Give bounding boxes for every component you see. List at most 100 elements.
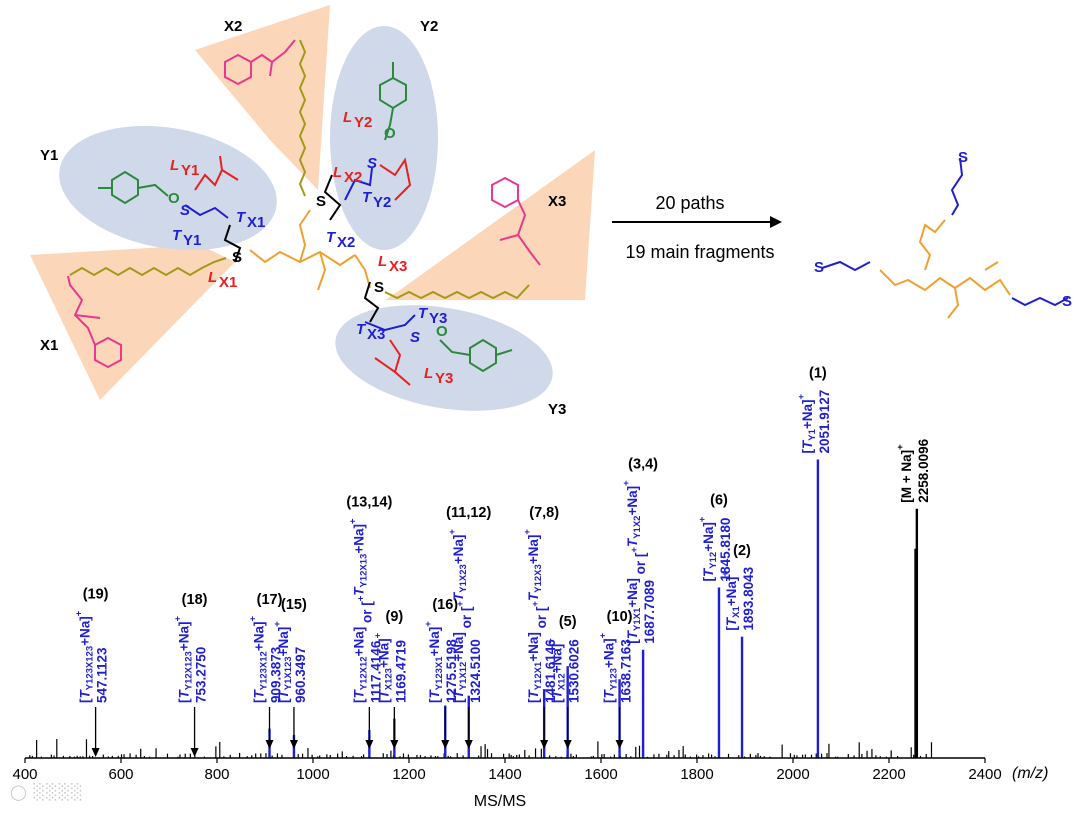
peak: [TY123X123+Na]+547.1123(19) xyxy=(74,587,110,757)
arm-y1-shade xyxy=(59,125,277,251)
peak-number: (17) xyxy=(257,592,283,608)
atom-o-y1: O xyxy=(168,190,180,207)
svg-text:X2: X2 xyxy=(344,169,362,186)
peak: [TY12X12+Na] or [+TY12X13+Na]+1117.4146(… xyxy=(346,494,392,758)
thioether-links xyxy=(184,167,416,332)
peak-number: (2) xyxy=(733,543,751,559)
ion-segment: + xyxy=(546,638,557,644)
cleavage-label-l-y2: L Y2 xyxy=(343,109,372,131)
peak-mz-label: 1117.4146 xyxy=(368,640,383,703)
svg-text:T: T xyxy=(172,227,183,244)
peak-arrowhead xyxy=(441,740,450,749)
ion-segment: [ xyxy=(78,698,93,703)
ion-segment: +Na] xyxy=(351,524,366,554)
arm-x1-shade xyxy=(30,245,235,400)
x-tick-label: 400 xyxy=(12,766,37,783)
peak-mz-label: 1324.5100 xyxy=(468,639,483,703)
ion-segment: or [ xyxy=(633,552,648,578)
x-tick-label: 1200 xyxy=(392,766,425,783)
ion-segment: +Na] xyxy=(351,627,366,657)
arm-label-y1: Y1 xyxy=(40,147,58,164)
svg-text:X2: X2 xyxy=(337,234,355,251)
peak-arrowhead xyxy=(464,740,473,749)
ion-segment: Y12 xyxy=(708,552,719,569)
ion-segment: Y1 xyxy=(807,428,818,440)
peak-mz-label: 2258.0096 xyxy=(916,438,931,502)
ion-segment: [ xyxy=(625,639,640,644)
peak-ion-label: [TY1X1+Na] or [+TY1X2+Na]+ xyxy=(621,480,648,644)
ion-segment: T xyxy=(78,689,93,699)
ion-segment: [ xyxy=(602,698,617,703)
peak-ion-label: [TY1+Na]+ xyxy=(796,394,818,454)
ion-segment: +Na] xyxy=(550,644,565,674)
peak-mz-label: 2051.9127 xyxy=(817,390,832,454)
peaks-layer: [TY123X123+Na]+547.1123(19)[TY12X123+Na]… xyxy=(74,366,931,758)
peak: [TY123X12+Na]+909.3873(17) xyxy=(248,592,284,758)
x-tick-label: 1000 xyxy=(296,766,329,783)
atom-o-y3: O xyxy=(436,323,448,340)
ion-segment: T xyxy=(276,689,291,699)
ion-segment: or [ xyxy=(459,606,474,632)
ion-segment: [ xyxy=(451,698,466,703)
arm-label-y2: Y2 xyxy=(420,18,438,35)
svg-text:Y3: Y3 xyxy=(435,370,453,387)
ester-y2 xyxy=(379,157,412,201)
svg-text:X1: X1 xyxy=(219,274,237,291)
ion-segment: + xyxy=(796,394,807,400)
peak-ion-label: [TY12X123+Na]+ xyxy=(173,616,195,703)
ester-y3 xyxy=(374,339,411,386)
ion-segment: T xyxy=(427,689,442,699)
ion-segment: Y12X13 xyxy=(358,554,369,588)
ion-segment: Y12X12 xyxy=(358,656,369,690)
product-atom-s-right: S xyxy=(1062,293,1072,310)
ion-segment: + xyxy=(272,621,283,627)
ion-segment: Y12X3 xyxy=(533,564,544,593)
svg-text:L: L xyxy=(333,164,342,181)
peak-mz-label: 1638.7163 xyxy=(619,639,634,703)
ion-segment: T xyxy=(724,616,739,626)
ion-segment: Y12X123 xyxy=(184,651,195,690)
ester-x3 xyxy=(491,176,541,266)
ion-segment: Y123X12 xyxy=(259,651,270,690)
ion-segment: T xyxy=(376,689,391,699)
ion-segment: +Na] xyxy=(451,632,466,662)
peak: [TX1+Na]+1893.8043(2) xyxy=(720,543,756,758)
peak-mz-label: 909.3873 xyxy=(269,646,284,703)
ion-segment: +Na] xyxy=(526,632,541,662)
watermark: ◯ ░░░░ xyxy=(10,783,84,801)
svg-text:T: T xyxy=(356,321,367,338)
ion-segment: +Na] xyxy=(724,577,739,607)
peak: [TY1X1+Na] or [+TY1X2+Na]+1687.7089(3,4) xyxy=(621,456,658,758)
peak-ion-label: [TY1X12+Na] or [+TY1X23+Na]+ xyxy=(447,529,474,703)
ion-segment: [ xyxy=(701,576,716,581)
peak-ion-label: [TX1+Na]+ xyxy=(720,571,742,631)
ester-y1 xyxy=(194,155,239,191)
svg-text:L: L xyxy=(378,253,387,270)
svg-text:L: L xyxy=(208,269,217,286)
peak-mz-label: 960.3497 xyxy=(293,647,308,703)
product-atom-s-left: S xyxy=(814,259,824,276)
peak-mz-label: 1481.6146 xyxy=(543,639,558,703)
peak-arrowhead xyxy=(190,748,199,757)
arm-y3-shade xyxy=(335,305,553,411)
chain-x3 xyxy=(384,284,530,300)
core-structure xyxy=(249,209,371,291)
svg-text:T: T xyxy=(326,229,337,246)
peak-ion-label: [TY123X123+Na]+ xyxy=(74,610,96,703)
peak-arrowhead xyxy=(265,740,274,749)
peak-ion-label: [TY1X123+Na]+ xyxy=(272,621,294,703)
peak: [TY123+Na]+1638.7163(10) xyxy=(598,609,634,758)
svg-text:T: T xyxy=(362,189,373,206)
peak-mz-label: 1275.5198 xyxy=(444,639,459,703)
peak-mz-label: 1687.7089 xyxy=(642,580,657,644)
ion-segment: +Na] xyxy=(177,622,192,652)
ion-segment: Y12X1 xyxy=(533,661,544,690)
arm-x2-shade xyxy=(195,5,330,190)
svg-text:T: T xyxy=(418,305,429,322)
svg-text:T: T xyxy=(236,209,247,226)
ion-charge: + xyxy=(455,601,466,607)
atom-s-x3: S xyxy=(374,279,384,296)
ion-segment: + xyxy=(248,616,259,622)
ion-segment: +Na] xyxy=(427,627,442,657)
